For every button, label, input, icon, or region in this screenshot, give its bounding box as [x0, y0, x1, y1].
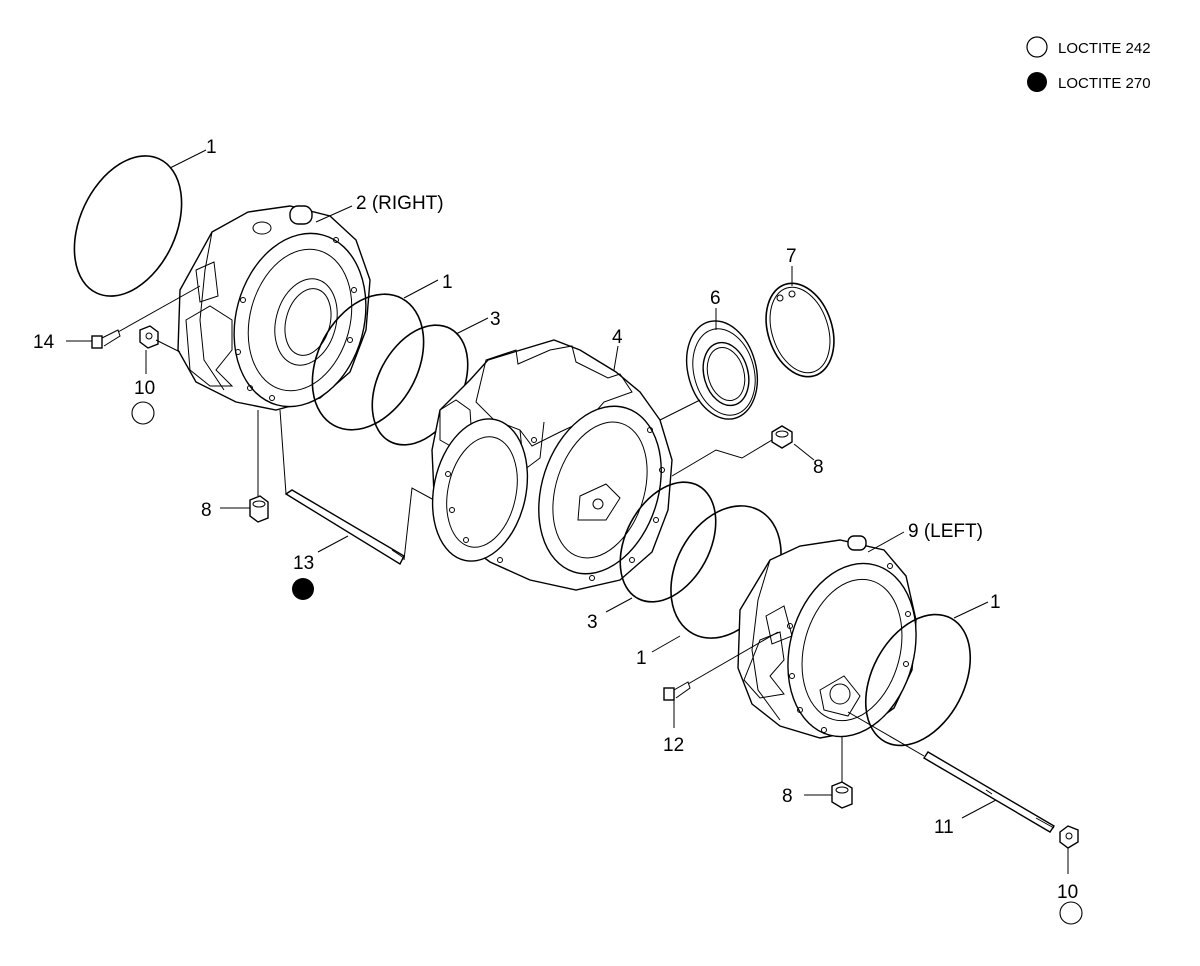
leader-13: [317, 535, 349, 553]
callout-1-top: 1: [206, 137, 217, 158]
callout-3-lower: 3: [587, 612, 598, 633]
loctite-270-marker: [1027, 72, 1047, 92]
callout-10-top: 10: [134, 378, 155, 399]
callout-2-right: 2 (RIGHT): [356, 193, 444, 214]
callout-3-upper: 3: [490, 309, 501, 330]
leader-1-lower: [651, 635, 681, 653]
nut-10-bottom: [1059, 825, 1079, 849]
plug-8-upper: [671, 425, 793, 477]
callout-8-lower: 8: [782, 786, 793, 807]
legend: LOCTITE 242 LOCTITE 270: [1026, 36, 1151, 92]
callout-7: 7: [786, 246, 797, 267]
callout-6: 6: [710, 288, 721, 309]
right-housing-2: [177, 205, 371, 411]
callout-4: 4: [612, 327, 623, 348]
center-housing-4: [431, 339, 673, 591]
legend-loctite-242: LOCTITE 242: [1058, 40, 1151, 57]
leader-8-upper: [793, 443, 815, 461]
bolt-14: [91, 285, 201, 349]
callout-11: 11: [934, 817, 954, 838]
leader-1-top: [169, 149, 207, 169]
plug-8-left: [249, 410, 269, 523]
loctite-242-dot-10-bottom: [1059, 901, 1083, 925]
leader-9: [867, 531, 905, 553]
leader-3-lower: [605, 597, 633, 613]
leader-11: [961, 799, 997, 819]
o-ring-1-mid: [311, 293, 425, 431]
seal-ring-3-lower: [619, 481, 717, 603]
leader-4: [613, 345, 619, 371]
seal-6: [659, 320, 758, 421]
left-housing-9: [737, 535, 917, 739]
loctite-242-marker: [1026, 36, 1048, 58]
callout-14: 14: [33, 332, 55, 353]
callout-9-left: 9 (LEFT): [908, 521, 983, 542]
o-ring-1-top: [73, 155, 183, 297]
callout-1-mid: 1: [442, 272, 453, 293]
bolt-12: [663, 631, 779, 701]
legend-loctite-270: LOCTITE 270: [1058, 75, 1151, 92]
snap-ring-7: [765, 282, 835, 378]
callout-12: 12: [663, 735, 684, 756]
loctite-242-dot-10-top: [131, 401, 155, 425]
callout-1-lower: 1: [636, 648, 647, 669]
callout-8-upper: 8: [813, 457, 824, 478]
leader-3-upper: [455, 317, 489, 335]
loctite-270-dot-13: [292, 578, 314, 600]
leader-2: [315, 205, 353, 223]
nut-10-top: [139, 325, 181, 353]
stud-13: [279, 409, 435, 565]
plug-8-lower: [831, 736, 853, 809]
callout-1-right: 1: [990, 592, 1001, 613]
leader-1-right: [953, 601, 989, 619]
callout-8-left: 8: [201, 500, 212, 521]
callout-13: 13: [293, 553, 314, 574]
callout-10-bottom: 10: [1057, 882, 1078, 903]
leader-1-mid: [403, 279, 439, 299]
stud-11: [847, 711, 1055, 833]
o-ring-1-right: [864, 613, 972, 747]
